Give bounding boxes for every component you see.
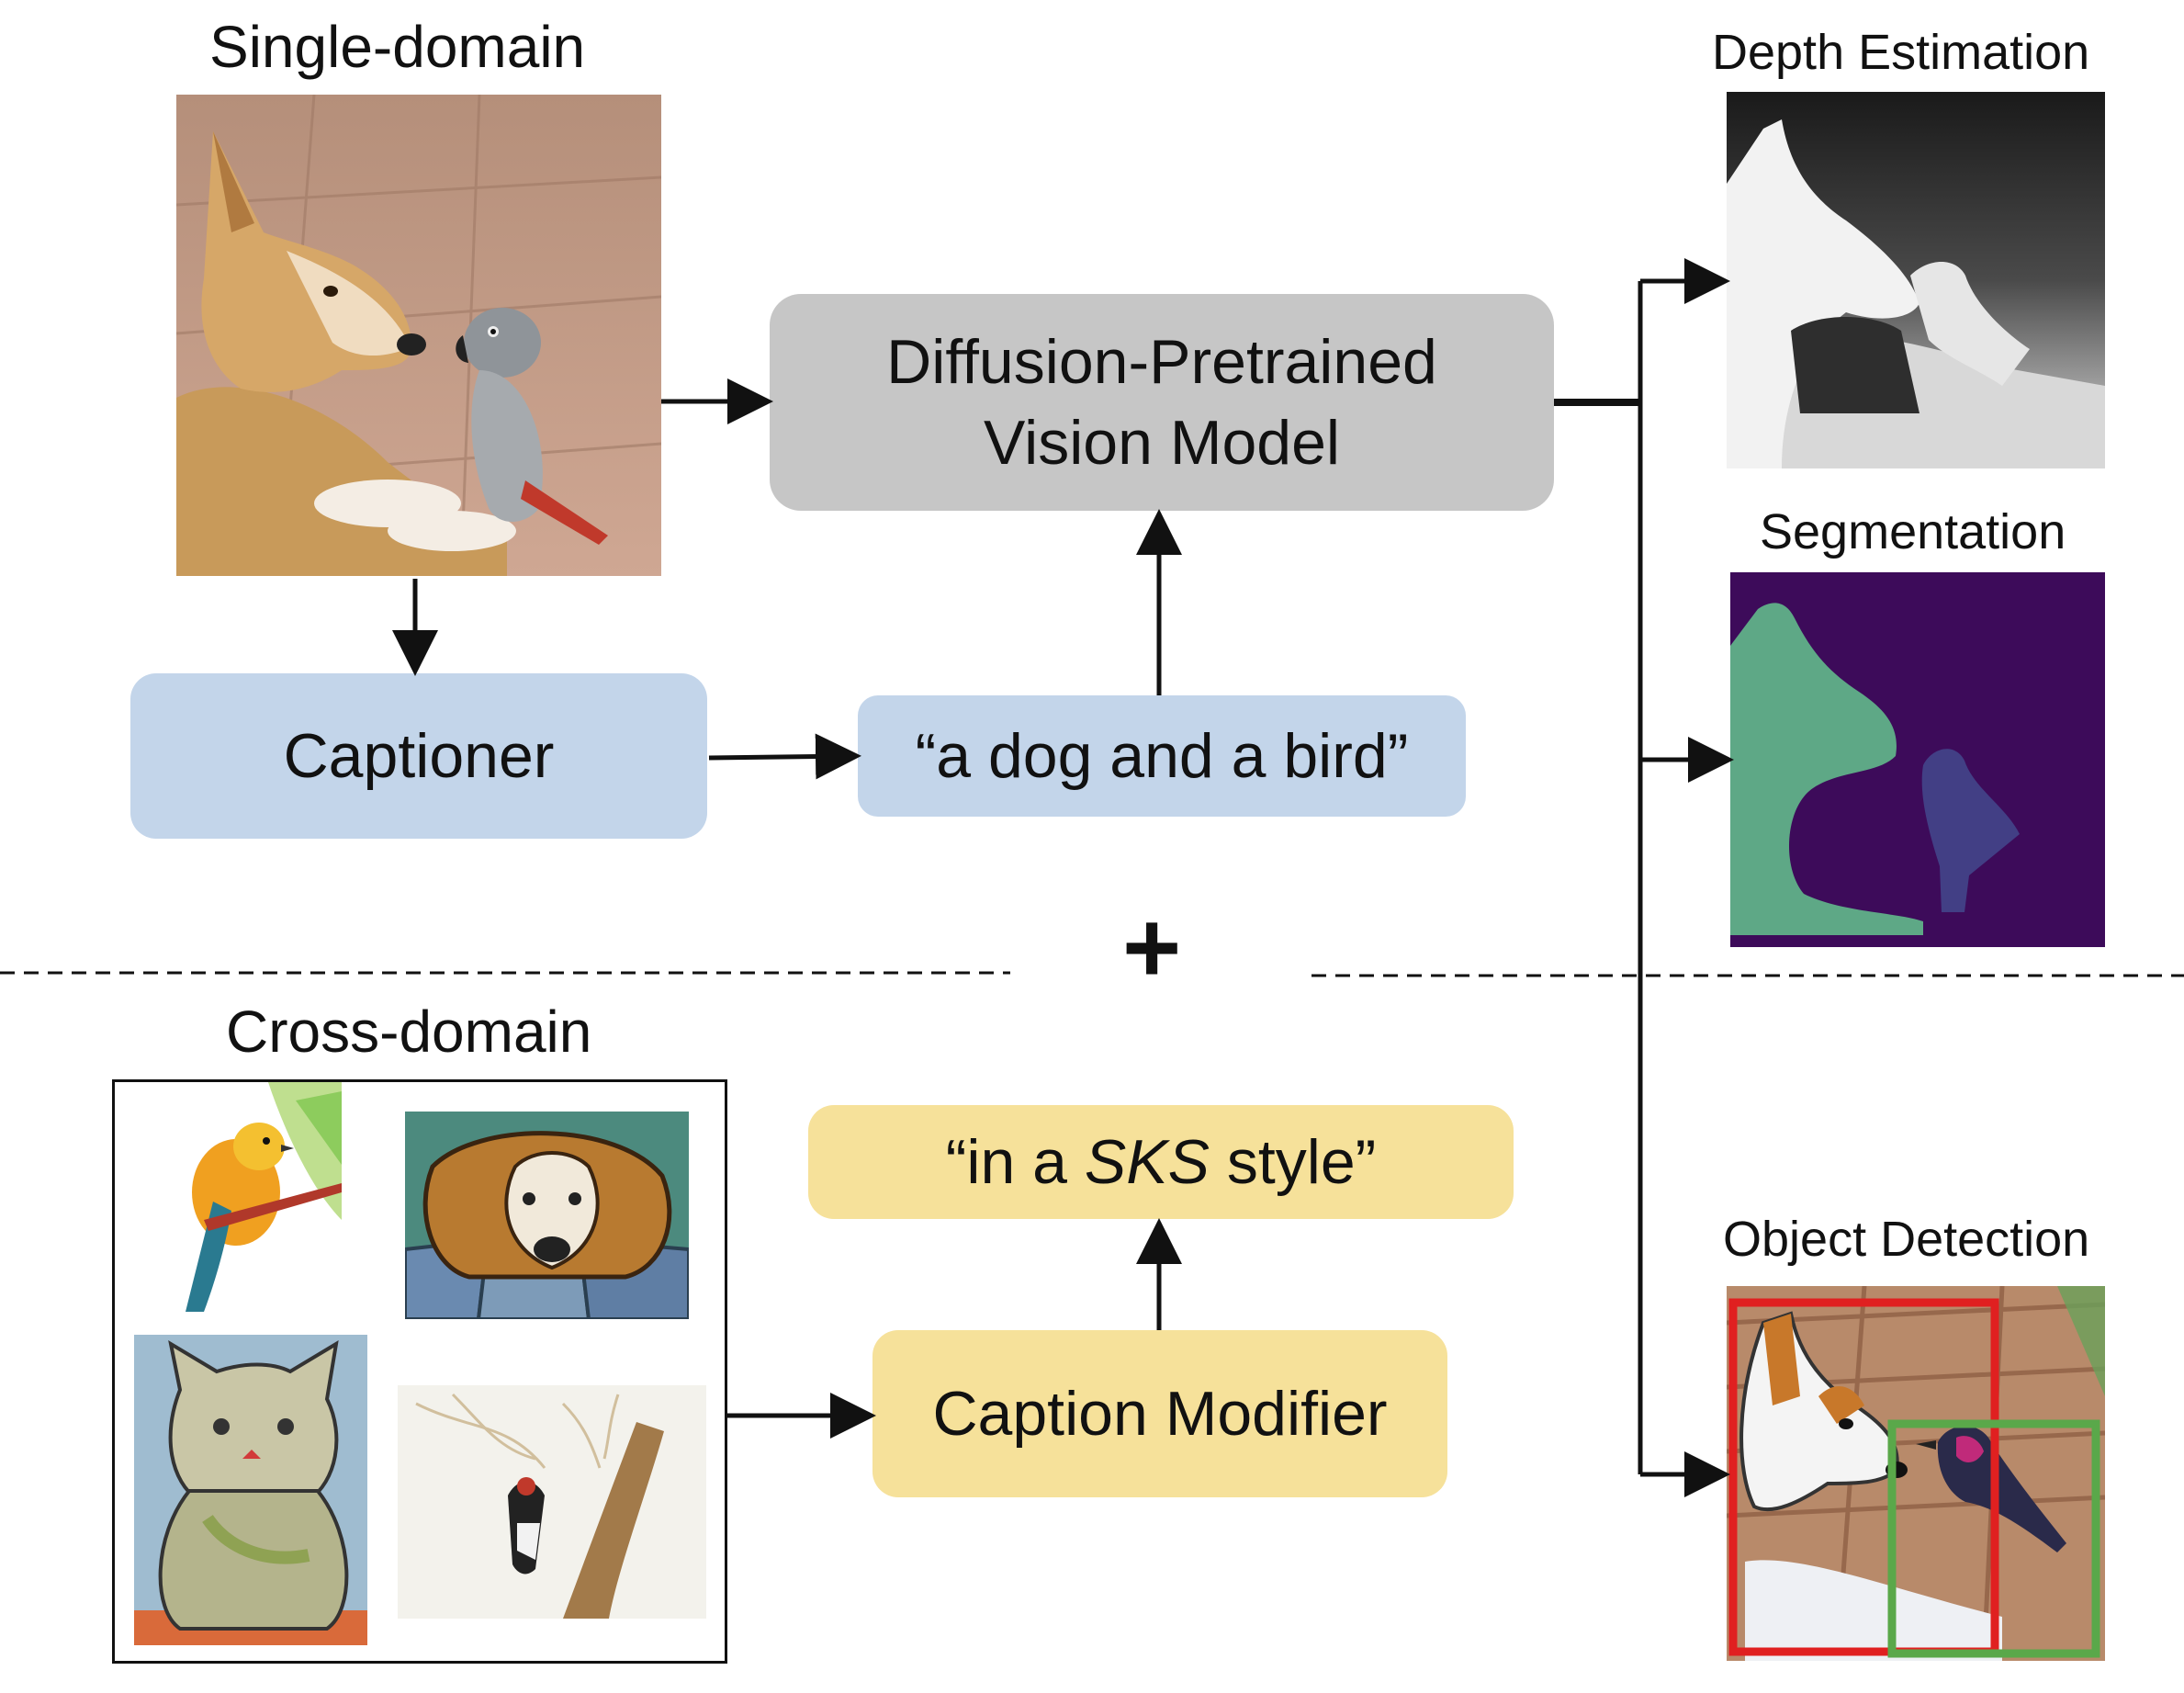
sks-caption-close: style” (1209, 1126, 1377, 1197)
caption-modifier-label: Caption Modifier (932, 1378, 1388, 1449)
sks-caption-token: SKS (1084, 1126, 1210, 1197)
captioner-label: Captioner (283, 720, 555, 791)
single-domain-title: Single-domain (209, 14, 586, 80)
model-label-line-1: Diffusion-Pretrained (886, 326, 1437, 397)
diffusion-vision-model-box: Diffusion-Pretrained Vision Model (770, 294, 1554, 511)
cross-domain-panel (112, 1079, 727, 1664)
segmentation-title: Segmentation (1760, 504, 2066, 559)
segmentation-map-image (1730, 572, 2105, 947)
captioner-box: Captioner (130, 673, 707, 839)
cat-painting-image (134, 1335, 367, 1645)
watercolor-bird-image (158, 1082, 342, 1321)
sks-caption-open: “in a (945, 1126, 1085, 1197)
object-detection-title: Object Detection (1723, 1212, 2090, 1267)
depth-estimation-title: Depth Estimation (1712, 25, 2090, 80)
sks-style-caption-box: “in a SKS style” (808, 1105, 1514, 1219)
dog-painting-image (405, 1112, 689, 1319)
object-detection-image (1727, 1286, 2105, 1661)
captioner-to-caption-arrow (708, 733, 861, 780)
caption-box: “a dog and a bird” (858, 695, 1466, 817)
bird-detection-box (1887, 1419, 2100, 1658)
woodpecker-painting-image (398, 1385, 706, 1619)
plus-sign: + (1122, 891, 1182, 1004)
caption-modifier-box: Caption Modifier (872, 1330, 1447, 1497)
dog-detection-box (1728, 1298, 1999, 1656)
depth-map-image (1727, 92, 2105, 468)
cross-domain-title: Cross-domain (226, 999, 592, 1065)
caption-text: “a dog and a bird” (915, 720, 1409, 791)
model-label-line-2: Vision Model (983, 408, 1341, 478)
dog-parrot-photo (176, 95, 661, 576)
